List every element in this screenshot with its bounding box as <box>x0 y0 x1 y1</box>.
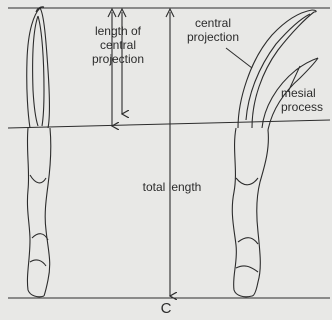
figure-caption: C <box>150 301 182 317</box>
central-projection-line2: projection <box>168 30 258 44</box>
right-specimen <box>232 10 318 297</box>
mesial-process-line1: mesial <box>281 86 332 100</box>
mesial-process-line2: process <box>281 100 332 114</box>
projection-base-reference-line <box>8 120 330 128</box>
length-of-central-projection-label: length of central projection <box>70 24 166 66</box>
central-projection-leader <box>226 48 252 68</box>
length-central-line1: length of <box>70 24 166 38</box>
length-central-line3: projection <box>70 52 166 66</box>
central-projection-label: central projection <box>168 16 258 44</box>
left-specimen <box>27 7 51 297</box>
total-length-label: total length <box>126 180 218 194</box>
length-central-line2: central <box>70 38 166 52</box>
mesial-process-label: mesial process <box>281 86 332 114</box>
central-projection-line1: central <box>168 16 258 30</box>
